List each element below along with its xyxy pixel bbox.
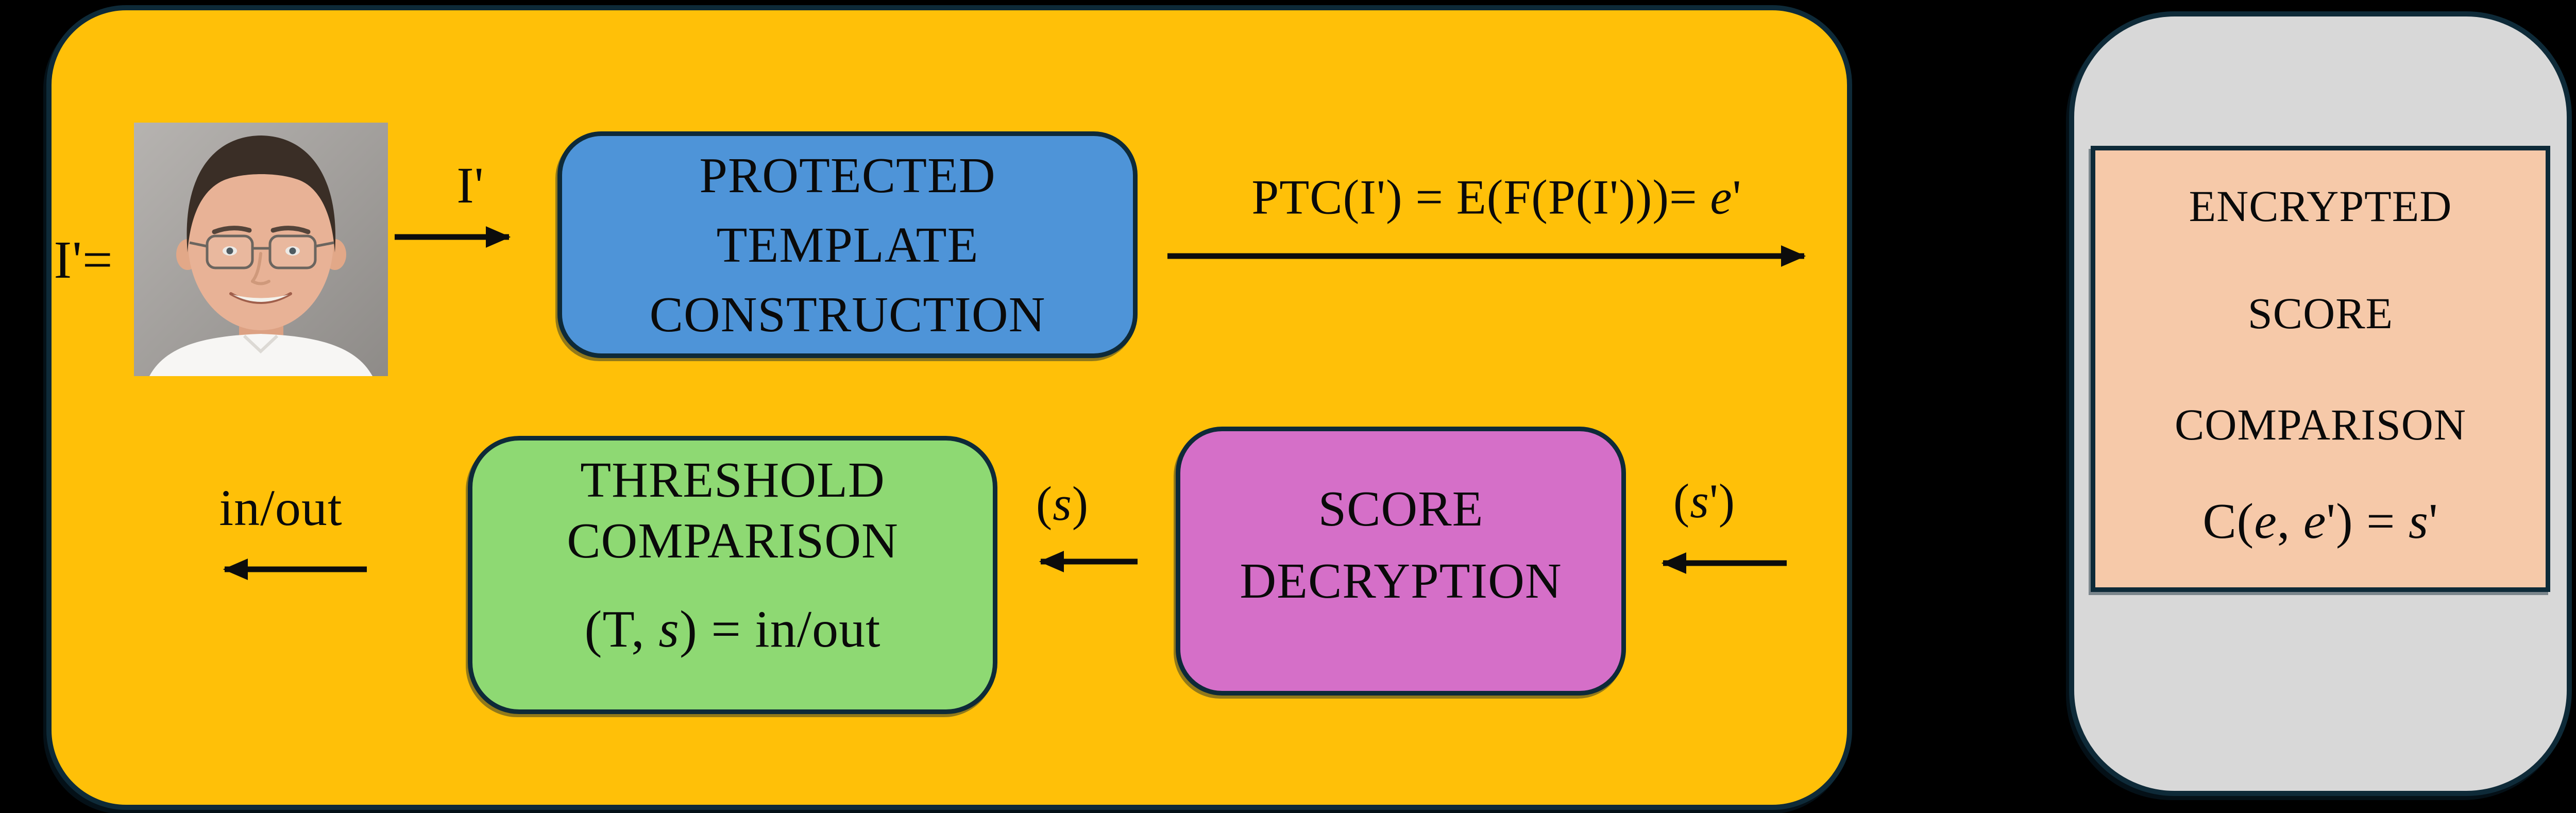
- ptc-formula-label: PTC(I') = E(F(P(I')))= e': [1251, 170, 1742, 225]
- s-prime-score-label: (s'): [1673, 475, 1736, 528]
- encrypted-box-line: ENCRYPTED: [2189, 181, 2452, 231]
- s-score-label: (s): [1036, 477, 1089, 531]
- face-photo: [134, 123, 388, 376]
- encrypted-box-line: SCORE: [2247, 289, 2394, 338]
- encrypted-score-comparison-box: [2091, 146, 2550, 592]
- threshold-comparison-box: [468, 436, 997, 714]
- threshold-box-line: THRESHOLD: [580, 452, 885, 508]
- encrypted-comparison-formula-label: C(e, e') = s': [2202, 494, 2438, 549]
- threshold-box-line: COMPARISON: [567, 513, 899, 569]
- protected-template-construction-box: [557, 131, 1138, 358]
- ptc-box-line: CONSTRUCTION: [649, 287, 1046, 343]
- man-portrait-icon: [134, 123, 388, 376]
- threshold-formula-label: (T, s) = in/out: [584, 600, 881, 658]
- input-image-label: I'=: [54, 230, 113, 290]
- ptc-box-line: TEMPLATE: [716, 217, 979, 273]
- in-out-result-label: in/out: [219, 479, 343, 536]
- score-box-line: DECRYPTION: [1240, 553, 1562, 609]
- encrypted-box-line: COMPARISON: [2174, 400, 2467, 449]
- score-decryption-box: [1176, 427, 1626, 696]
- score-box-line: SCORE: [1318, 481, 1484, 537]
- ptc-box-line: PROTECTED: [699, 148, 996, 204]
- i-prime-arrow-label: I': [456, 157, 484, 214]
